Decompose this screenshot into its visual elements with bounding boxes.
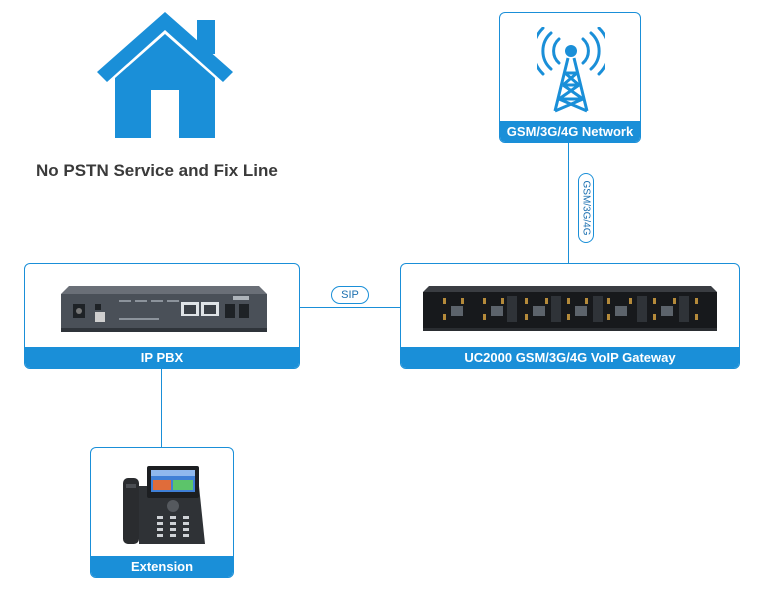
gsm-link-label: GSM/3G/4G: [578, 173, 594, 243]
link-pbx-extension: [161, 369, 162, 447]
headline: No PSTN Service and Fix Line: [36, 161, 278, 180]
house-icon: [97, 12, 233, 138]
extension-card: Extension: [90, 447, 234, 578]
ippbx-label: IP PBX: [25, 347, 299, 368]
network-card: GSM/3G/4G Network: [499, 12, 641, 143]
ip-pbx-device: [61, 286, 267, 332]
sip-link-label: SIP: [331, 286, 369, 304]
link-network-gateway: [568, 143, 569, 263]
voip-gateway-device: [423, 286, 717, 331]
gateway-label: UC2000 GSM/3G/4G VoIP Gateway: [401, 347, 739, 368]
cell-tower-icon: [537, 27, 605, 113]
ip-phone-device: [123, 466, 205, 544]
link-pbx-gateway: [300, 307, 401, 308]
ippbx-card: IP PBX: [24, 263, 300, 369]
extension-label: Extension: [91, 556, 233, 577]
gateway-card: UC2000 GSM/3G/4G VoIP Gateway: [400, 263, 740, 369]
gsm-link-text: GSM/3G/4G: [580, 180, 592, 236]
network-label: GSM/3G/4G Network: [500, 121, 640, 142]
